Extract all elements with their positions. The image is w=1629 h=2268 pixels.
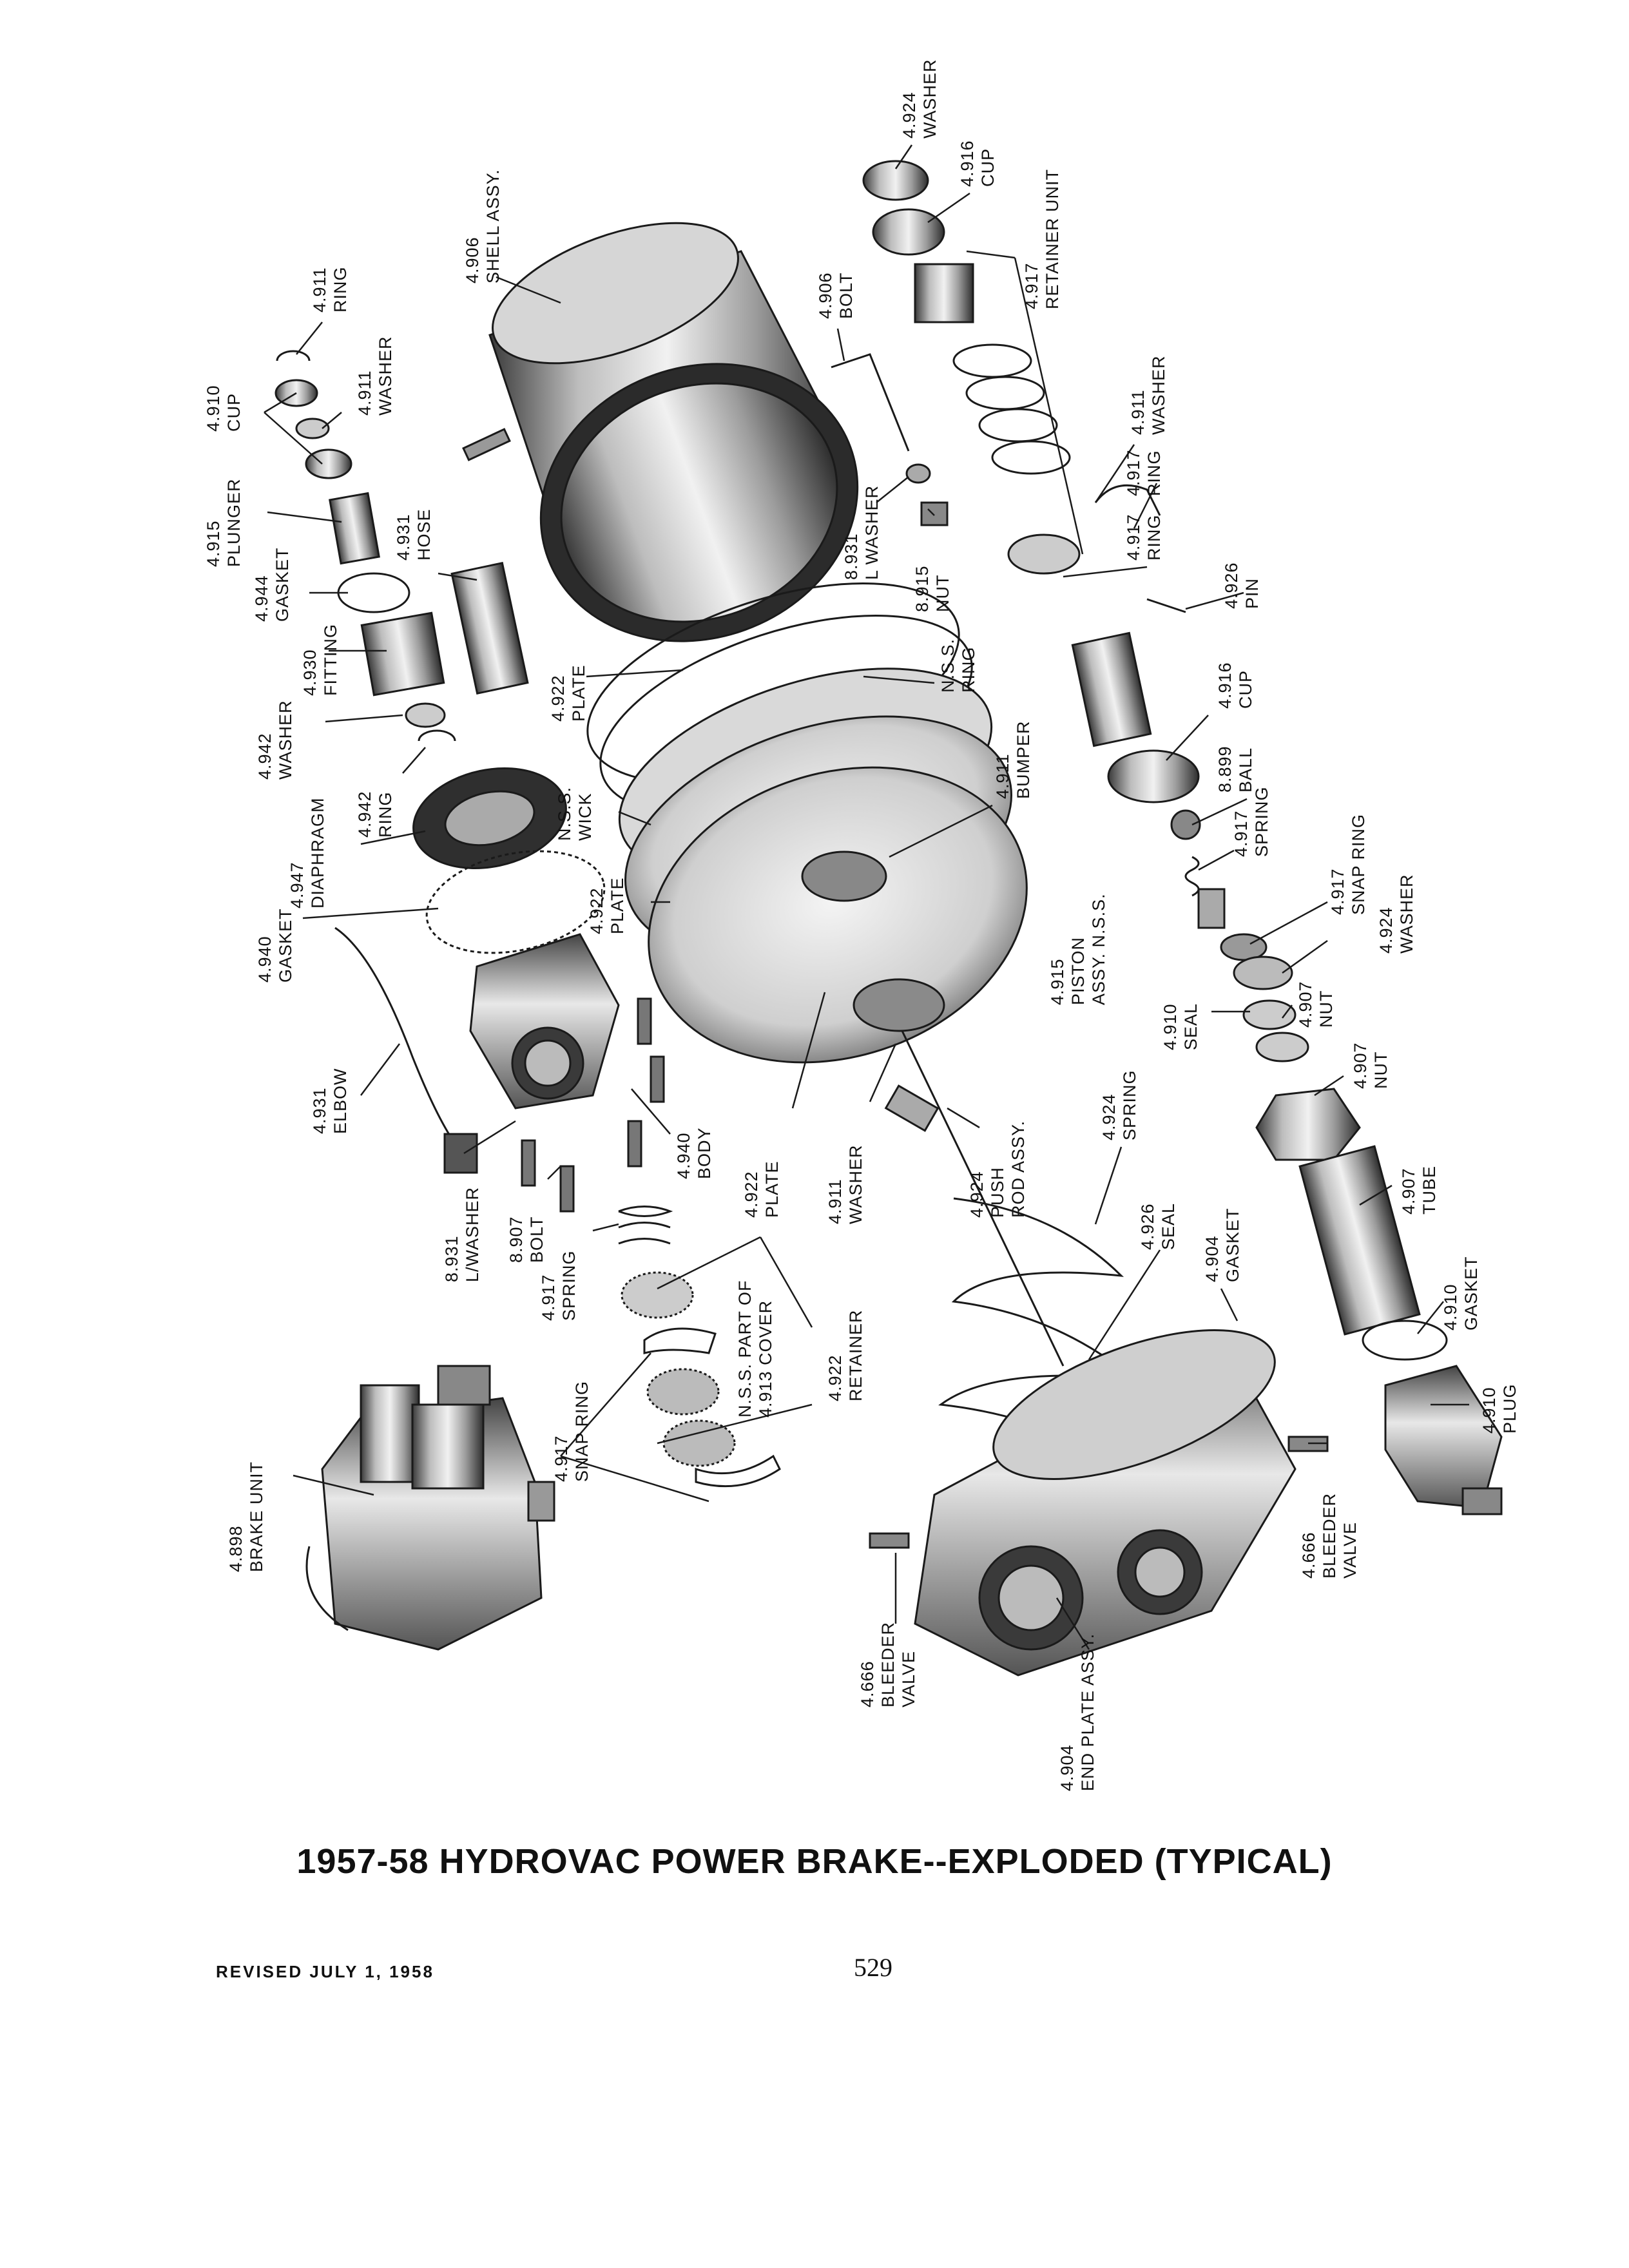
callout-cup-4916-mid: 4.916CUP (1215, 662, 1255, 709)
callout-cup-4916-top: 4.916CUP (958, 140, 998, 187)
callout-ring-4911: 4.911RING (310, 267, 350, 313)
callout-fitting-4930: 4.930FITTING (300, 624, 340, 696)
callout-washer-4911-right: 4.911WASHER (1128, 355, 1168, 435)
callout-washer-4924-top: 4.924WASHER (900, 59, 940, 139)
brake-unit-drawing (305, 1365, 555, 1651)
callout-seal-4926: 4.926SEAL (1138, 1203, 1178, 1250)
piston-assy-drawing (586, 582, 1028, 1064)
callout-shell-assy: 4.906SHELL ASSY. (463, 169, 503, 284)
callout-ring-4917-b: 4.917RING (1124, 514, 1164, 561)
callout-spring-4917-left: 4.917SPRING (539, 1250, 579, 1321)
right-column-drawing (862, 160, 1503, 1515)
callout-plunger-4915: 4.915PLUNGER (204, 478, 244, 567)
callout-retainer-4922: 4.922RETAINER (825, 1309, 865, 1401)
callout-bleeder-valve-left: 4.666BLEEDERVALVE (858, 1622, 918, 1707)
callout-spring-4917-right: 4.917SPRING (1231, 786, 1271, 857)
callout-gasket-4910: 4.910GASKET (1441, 1256, 1481, 1331)
callout-ring-4917-a: 4.917RING (1124, 449, 1164, 496)
callout-plug-4910: 4.910PLUG (1480, 1383, 1519, 1434)
shell-assy-drawing (462, 222, 859, 642)
callout-plate-4922-mid: 4.922PLATE (587, 877, 627, 934)
callout-piston-assy: 4.915PISTONASSY. N.S.S. (1048, 893, 1108, 1005)
callout-brake-unit: 4.898BRAKE UNIT (226, 1461, 266, 1572)
cover-parts-drawing (618, 1206, 781, 1488)
callout-washer-4911-left: 4.911WASHER (355, 336, 395, 416)
callout-nut-8915: 8.915NUT (912, 565, 952, 612)
leader-lines (264, 144, 1469, 1650)
callout-washer-4924-right: 4.924WASHER (1376, 874, 1416, 954)
callout-ring-4942: 4.942RING (355, 791, 395, 838)
callout-cover-nss: N.S.S. PART OF4.913 COVER (735, 1280, 775, 1418)
callout-end-plate-assy: 4.904END PLATE ASSY. (1057, 1633, 1097, 1791)
callout-labels: 4.906SHELL ASSY. 4.906BOLT 4.924WASHER 4… (204, 59, 1519, 1791)
callout-bolt-8907: 8.907BOLT (506, 1216, 546, 1263)
diagram-caption: 1957-58 HYDROVAC POWER BRAKE--EXPLODED (… (296, 1842, 1333, 1881)
page-number: 529 (854, 1953, 892, 1982)
callout-nut-4907-a: 4.907NUT (1296, 981, 1336, 1028)
callout-seal-4910: 4.910SEAL (1161, 1003, 1200, 1050)
callout-elbow-4931: 4.931ELBOW (310, 1068, 350, 1134)
callout-bolt-4906: 4.906BOLT (816, 272, 856, 319)
callout-gasket-4940: 4.940GASKET (255, 908, 295, 983)
callout-ring-nss: N.S.S.RING (938, 639, 978, 693)
callout-lwasher-8931-top: 8.931L WASHER (842, 485, 882, 580)
callout-ball-8899: 8.899BALL (1215, 745, 1255, 793)
callout-bumper-4911: 4.911BUMPER (993, 720, 1033, 799)
callout-body-4940: 4.940BODY (674, 1127, 714, 1179)
callout-push-rod-assy: 4.924PUSHROD ASSY. (967, 1120, 1028, 1218)
callout-gasket-4904: 4.904GASKET (1202, 1207, 1242, 1282)
callout-hose-4931: 4.931HOSE (394, 508, 434, 561)
callout-pin-4926: 4.926PIN (1222, 562, 1262, 609)
end-plate-drawing (914, 1329, 1296, 1677)
callout-nut-4907-b: 4.907NUT (1351, 1042, 1391, 1089)
callout-snap-ring-4917-left: 4.917SNAP RING (552, 1381, 592, 1482)
callout-washer-4911-bottom: 4.911WASHER (825, 1144, 865, 1224)
callout-plate-4922-bottom: 4.922PLATE (742, 1160, 782, 1218)
callout-tube-4907: 4.907TUBE (1399, 1166, 1439, 1215)
callout-gasket-4944: 4.944GASKET (252, 547, 292, 622)
callout-spring-4924: 4.924SPRING (1099, 1070, 1139, 1140)
revised-date: REVISED JULY 1, 1958 (216, 1962, 434, 1981)
callout-diaphragm-4947: 4.947DIAPHRAGM (287, 797, 327, 908)
callout-washer-4942: 4.942WASHER (255, 700, 295, 780)
callout-retainer-unit: 4.917RETAINER UNIT (1022, 169, 1062, 309)
left-column-drawing (275, 350, 665, 1213)
callout-lwasher-8931-left: 8.931L/WASHER (442, 1187, 482, 1282)
callout-wick-nss: N.S.S.WICK (555, 787, 595, 841)
callout-snap-ring-4917-right: 4.917SNAP RING (1328, 814, 1368, 915)
callout-plate-4922-top: 4.922PLATE (548, 664, 588, 722)
bolt-drawing (831, 353, 949, 526)
callout-cup-4910: 4.910CUP (204, 385, 244, 432)
callout-bleeder-valve-right: 4.666BLEEDERVALVE (1299, 1493, 1360, 1579)
